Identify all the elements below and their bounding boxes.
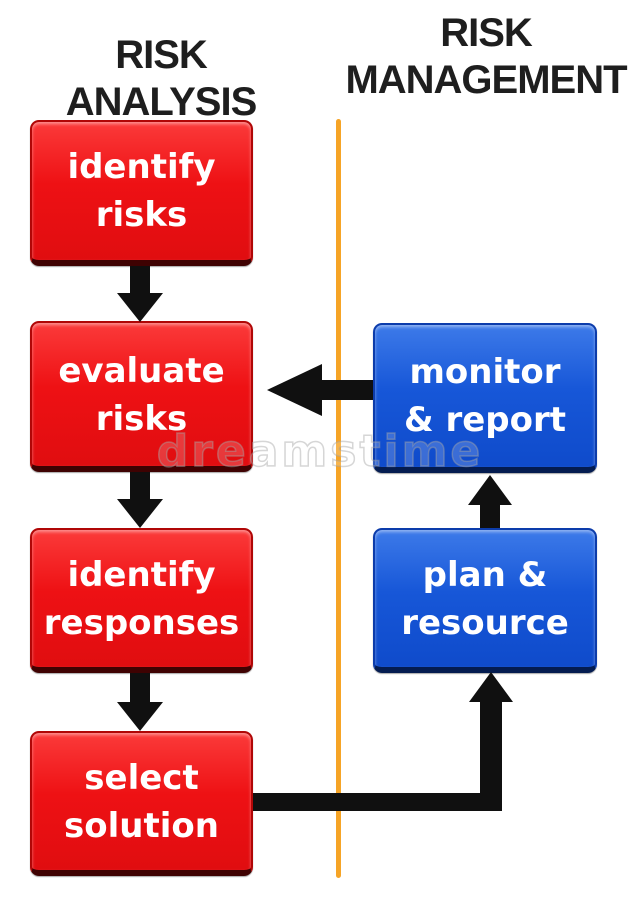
node-label-line: responses <box>43 602 240 643</box>
node-label-line: monitor <box>409 352 561 392</box>
node-label-line: plan & <box>422 554 548 595</box>
node-label-line: & report <box>403 400 567 440</box>
node-label-line: identify <box>67 147 216 187</box>
arrow-shaft <box>480 701 502 811</box>
arrow-shaft <box>130 266 150 294</box>
node-label-line: select <box>84 757 199 798</box>
column-heading-risk-management: RISK MANAGEMENT <box>340 10 631 104</box>
arrow-head-up-icon <box>469 672 513 702</box>
node-label-line: resource <box>401 602 569 643</box>
arrow-head-down-icon <box>117 499 163 528</box>
arrow-shaft <box>130 472 150 500</box>
arrow-head-left-icon <box>267 364 322 416</box>
arrow-head-down-icon <box>117 293 163 322</box>
node-plan-resource: plan & resource <box>373 528 597 673</box>
node-label-line: solution <box>64 805 219 846</box>
node-identify-responses: identify responses <box>30 528 253 673</box>
node-label-line: evaluate <box>58 350 225 391</box>
heading-line-2: MANAGEMENT <box>345 58 627 102</box>
node-evaluate-risks: evaluate risks <box>30 321 253 472</box>
column-divider-line <box>336 119 341 878</box>
node-identify-risks: identify risks <box>30 120 253 266</box>
arrow-shaft <box>130 673 150 703</box>
arrow-shaft <box>320 380 373 400</box>
node-label-line: identify <box>67 554 216 595</box>
node-select-solution: select solution <box>30 731 253 876</box>
node-label-line: risks <box>95 398 188 439</box>
column-heading-risk-analysis: RISK ANALYSIS <box>65 33 258 124</box>
arrow-head-up-icon <box>468 475 512 505</box>
heading-line-1: RISK <box>440 11 533 55</box>
arrow-head-down-icon <box>117 702 163 731</box>
arrow-shaft <box>480 504 500 528</box>
node-label-line: risks <box>95 195 188 235</box>
node-monitor-report: monitor & report <box>373 323 597 473</box>
arrow-shaft <box>253 793 502 811</box>
